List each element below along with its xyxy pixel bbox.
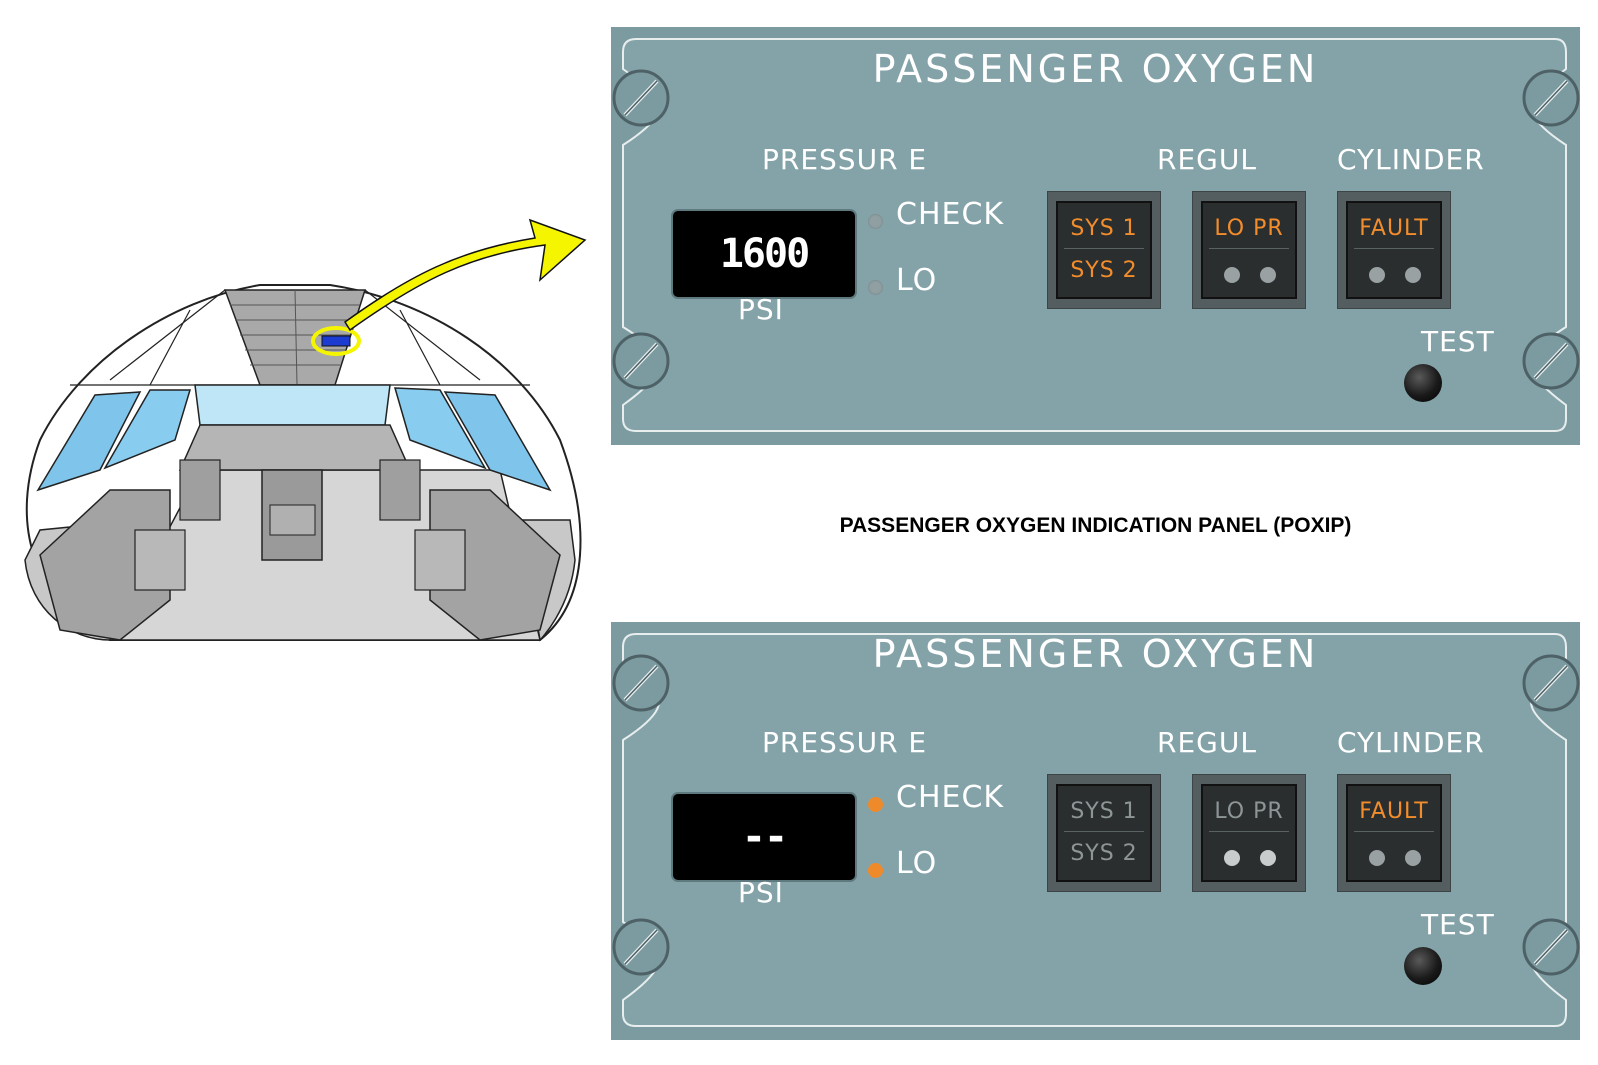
screw-icon — [1522, 332, 1580, 390]
lo-pr-indicator-face: LO PR — [1201, 784, 1297, 882]
screw-icon — [612, 918, 670, 976]
lo-pr-indicator-button[interactable]: LO PR — [1192, 774, 1306, 892]
fault-indicator-face: FAULT — [1346, 201, 1442, 299]
lo-pr-legend: LO PR — [1214, 216, 1284, 241]
lo-pr-indicator-button[interactable]: LO PR — [1192, 191, 1306, 309]
fault-indicator-button[interactable]: FAULT — [1337, 191, 1451, 309]
legend-divider — [1209, 248, 1289, 249]
check-label: CHECK — [896, 197, 1005, 232]
pressure-value: -- — [741, 814, 788, 860]
fault-indicator-button[interactable]: FAULT — [1337, 774, 1451, 892]
fault-legend: FAULT — [1359, 799, 1429, 824]
screw-icon — [1522, 654, 1580, 712]
legend-divider — [1354, 248, 1434, 249]
pressure-value: 1600 — [719, 231, 810, 277]
check-led — [868, 214, 883, 229]
figure-caption: PASSENGER OXYGEN INDICATION PANEL (POXIP… — [839, 514, 1352, 537]
pressure-display: 1600 — [673, 211, 855, 297]
test-label: TEST — [1421, 908, 1495, 941]
fault-indicator-face: FAULT — [1346, 784, 1442, 882]
check-label: CHECK — [896, 780, 1005, 815]
legend-divider — [1354, 831, 1434, 832]
legend-divider — [1209, 831, 1289, 832]
cylinder-label: CYLINDER — [1337, 726, 1485, 759]
screw-icon — [1522, 918, 1580, 976]
psi-label: PSI — [738, 876, 784, 909]
cockpit-illustration — [24, 218, 587, 642]
test-button[interactable] — [1404, 364, 1442, 402]
off-dot-icon — [1369, 850, 1385, 866]
test-button[interactable] — [1404, 947, 1442, 985]
regul-label: REGUL — [1157, 143, 1257, 176]
screw-icon — [612, 654, 670, 712]
pressure-label: PRESSUR E — [762, 726, 928, 759]
screw-icon — [1522, 69, 1580, 127]
screw-icon — [612, 332, 670, 390]
off-dot-icon — [1405, 850, 1421, 866]
legend-divider — [1064, 248, 1144, 249]
lo-pr-indicator-face: LO PR — [1201, 201, 1297, 299]
off-dot-icon — [1405, 267, 1421, 283]
regul-label: REGUL — [1157, 726, 1257, 759]
off-dot-icon — [1369, 267, 1385, 283]
cylinder-label: CYLINDER — [1337, 143, 1485, 176]
sys1-legend: SYS 1 — [1070, 216, 1138, 241]
off-dot-icon — [1224, 850, 1240, 866]
test-label: TEST — [1421, 325, 1495, 358]
sys2-legend: SYS 2 — [1070, 841, 1138, 866]
sys2-legend: SYS 2 — [1070, 258, 1138, 283]
pressure-label: PRESSUR E — [762, 143, 928, 176]
panel-title: PASSENGER OXYGEN — [872, 632, 1319, 676]
lo-led — [868, 280, 883, 295]
off-dot-icon — [1260, 850, 1276, 866]
oxygen-panel-fault: PASSENGER OXYGEN PRESSUR E REGUL CYLINDE… — [611, 622, 1580, 1040]
panel-title: PASSENGER OXYGEN — [872, 47, 1319, 91]
lo-label: LO — [896, 846, 938, 881]
sys-indicator-face: SYS 1 SYS 2 — [1056, 201, 1152, 299]
pressure-display: -- — [673, 794, 855, 880]
lo-pr-legend: LO PR — [1214, 799, 1284, 824]
oxygen-panel-normal: PASSENGER OXYGEN PRESSUR E REGUL CYLINDE… — [611, 27, 1580, 445]
lo-led — [868, 863, 883, 878]
sys-indicator-face: SYS 1 SYS 2 — [1056, 784, 1152, 882]
sys1-legend: SYS 1 — [1070, 799, 1138, 824]
check-led — [868, 797, 883, 812]
sys-indicator-button[interactable]: SYS 1 SYS 2 — [1047, 774, 1161, 892]
lo-label: LO — [896, 263, 938, 298]
off-dot-icon — [1224, 267, 1240, 283]
psi-label: PSI — [738, 293, 784, 326]
legend-divider — [1064, 831, 1144, 832]
screw-icon — [612, 69, 670, 127]
fault-legend: FAULT — [1359, 216, 1429, 241]
off-dot-icon — [1260, 267, 1276, 283]
sys-indicator-button[interactable]: SYS 1 SYS 2 — [1047, 191, 1161, 309]
